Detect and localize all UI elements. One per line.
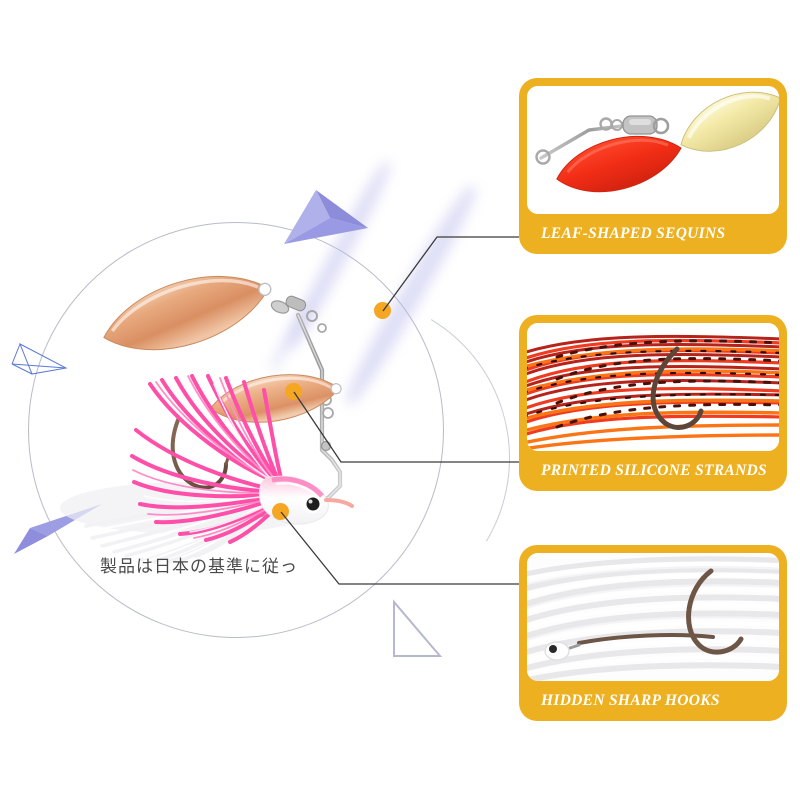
callout-card-caption: LEAF-SHAPED SEQUINS xyxy=(541,225,726,242)
hero-illustration: 製品は日本の基準に従っ xyxy=(10,158,545,660)
callout-card-caption: PRINTED SILICONE STRANDS xyxy=(541,462,767,479)
orange-red-printed-skirt-photo xyxy=(527,323,779,451)
triangle-outline-icon xyxy=(388,598,444,660)
callout-card-leaf-shaped-sequins[interactable]: LEAF-SHAPED SEQUINS xyxy=(519,78,787,254)
solid-pyramid-icon xyxy=(282,188,368,256)
japanese-caption: 製品は日本の基準に従っ xyxy=(100,557,298,577)
hotspot-upper-blade[interactable] xyxy=(374,302,391,319)
hotspot-lower-blade[interactable] xyxy=(285,383,302,400)
spinnerbait-lure-graphic xyxy=(40,250,460,570)
callout-card-printed-silicone-strands[interactable]: PRINTED SILICONE STRANDS xyxy=(519,315,787,491)
callout-card-hidden-sharp-hooks[interactable]: HIDDEN SHARP HOOKS xyxy=(519,545,787,721)
callout-card-caption: HIDDEN SHARP HOOKS xyxy=(541,692,720,709)
wireframe-pyramid-icon xyxy=(10,340,68,380)
red-and-gold-willow-blades-photo xyxy=(527,86,779,214)
white-skirt-hidden-hook-photo xyxy=(527,553,779,681)
hotspot-head-skirt[interactable] xyxy=(272,503,289,520)
